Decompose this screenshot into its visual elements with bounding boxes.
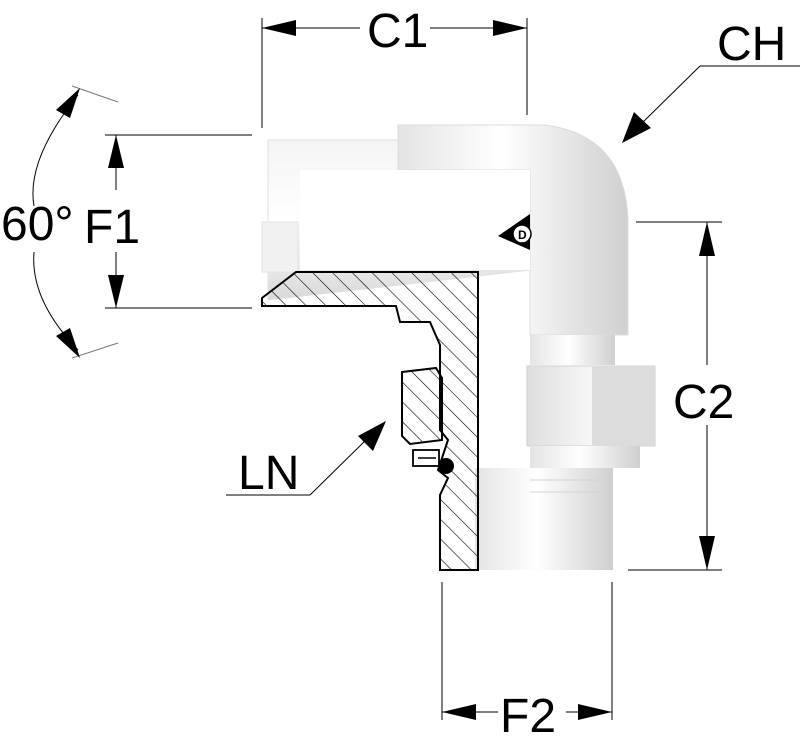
label-c2: C2: [673, 376, 734, 429]
dimension-ln: LN: [226, 421, 386, 500]
label-f2: F2: [500, 690, 556, 739]
label-ch: CH: [717, 18, 786, 71]
hatched-wall: [261, 271, 479, 571]
brand-logo-icon: D: [498, 214, 532, 250]
nut-section: [401, 366, 443, 446]
section-cut: [261, 271, 479, 571]
label-f1: F1: [84, 201, 140, 254]
dimension-f2: F2: [441, 582, 613, 739]
label-ln: LN: [238, 447, 299, 500]
label-c1: C1: [367, 5, 428, 58]
elbow-face: [300, 170, 530, 270]
o-ring: [438, 458, 454, 474]
dimension-angle: 60°: [1, 85, 119, 359]
hex-nut-side: [592, 366, 655, 446]
svg-text:D: D: [518, 228, 527, 242]
thread-nub: [261, 221, 299, 273]
lower-body: [530, 446, 640, 468]
fitting-body: [261, 124, 656, 570]
vertical-collar: [530, 335, 615, 365]
dimension-c1: C1: [261, 5, 528, 128]
label-angle: 60°: [1, 198, 74, 251]
dimension-ch: CH: [622, 18, 800, 143]
dimension-f1: F1: [84, 134, 252, 309]
lower-port: [475, 468, 613, 570]
dimension-c2: C2: [628, 221, 734, 571]
